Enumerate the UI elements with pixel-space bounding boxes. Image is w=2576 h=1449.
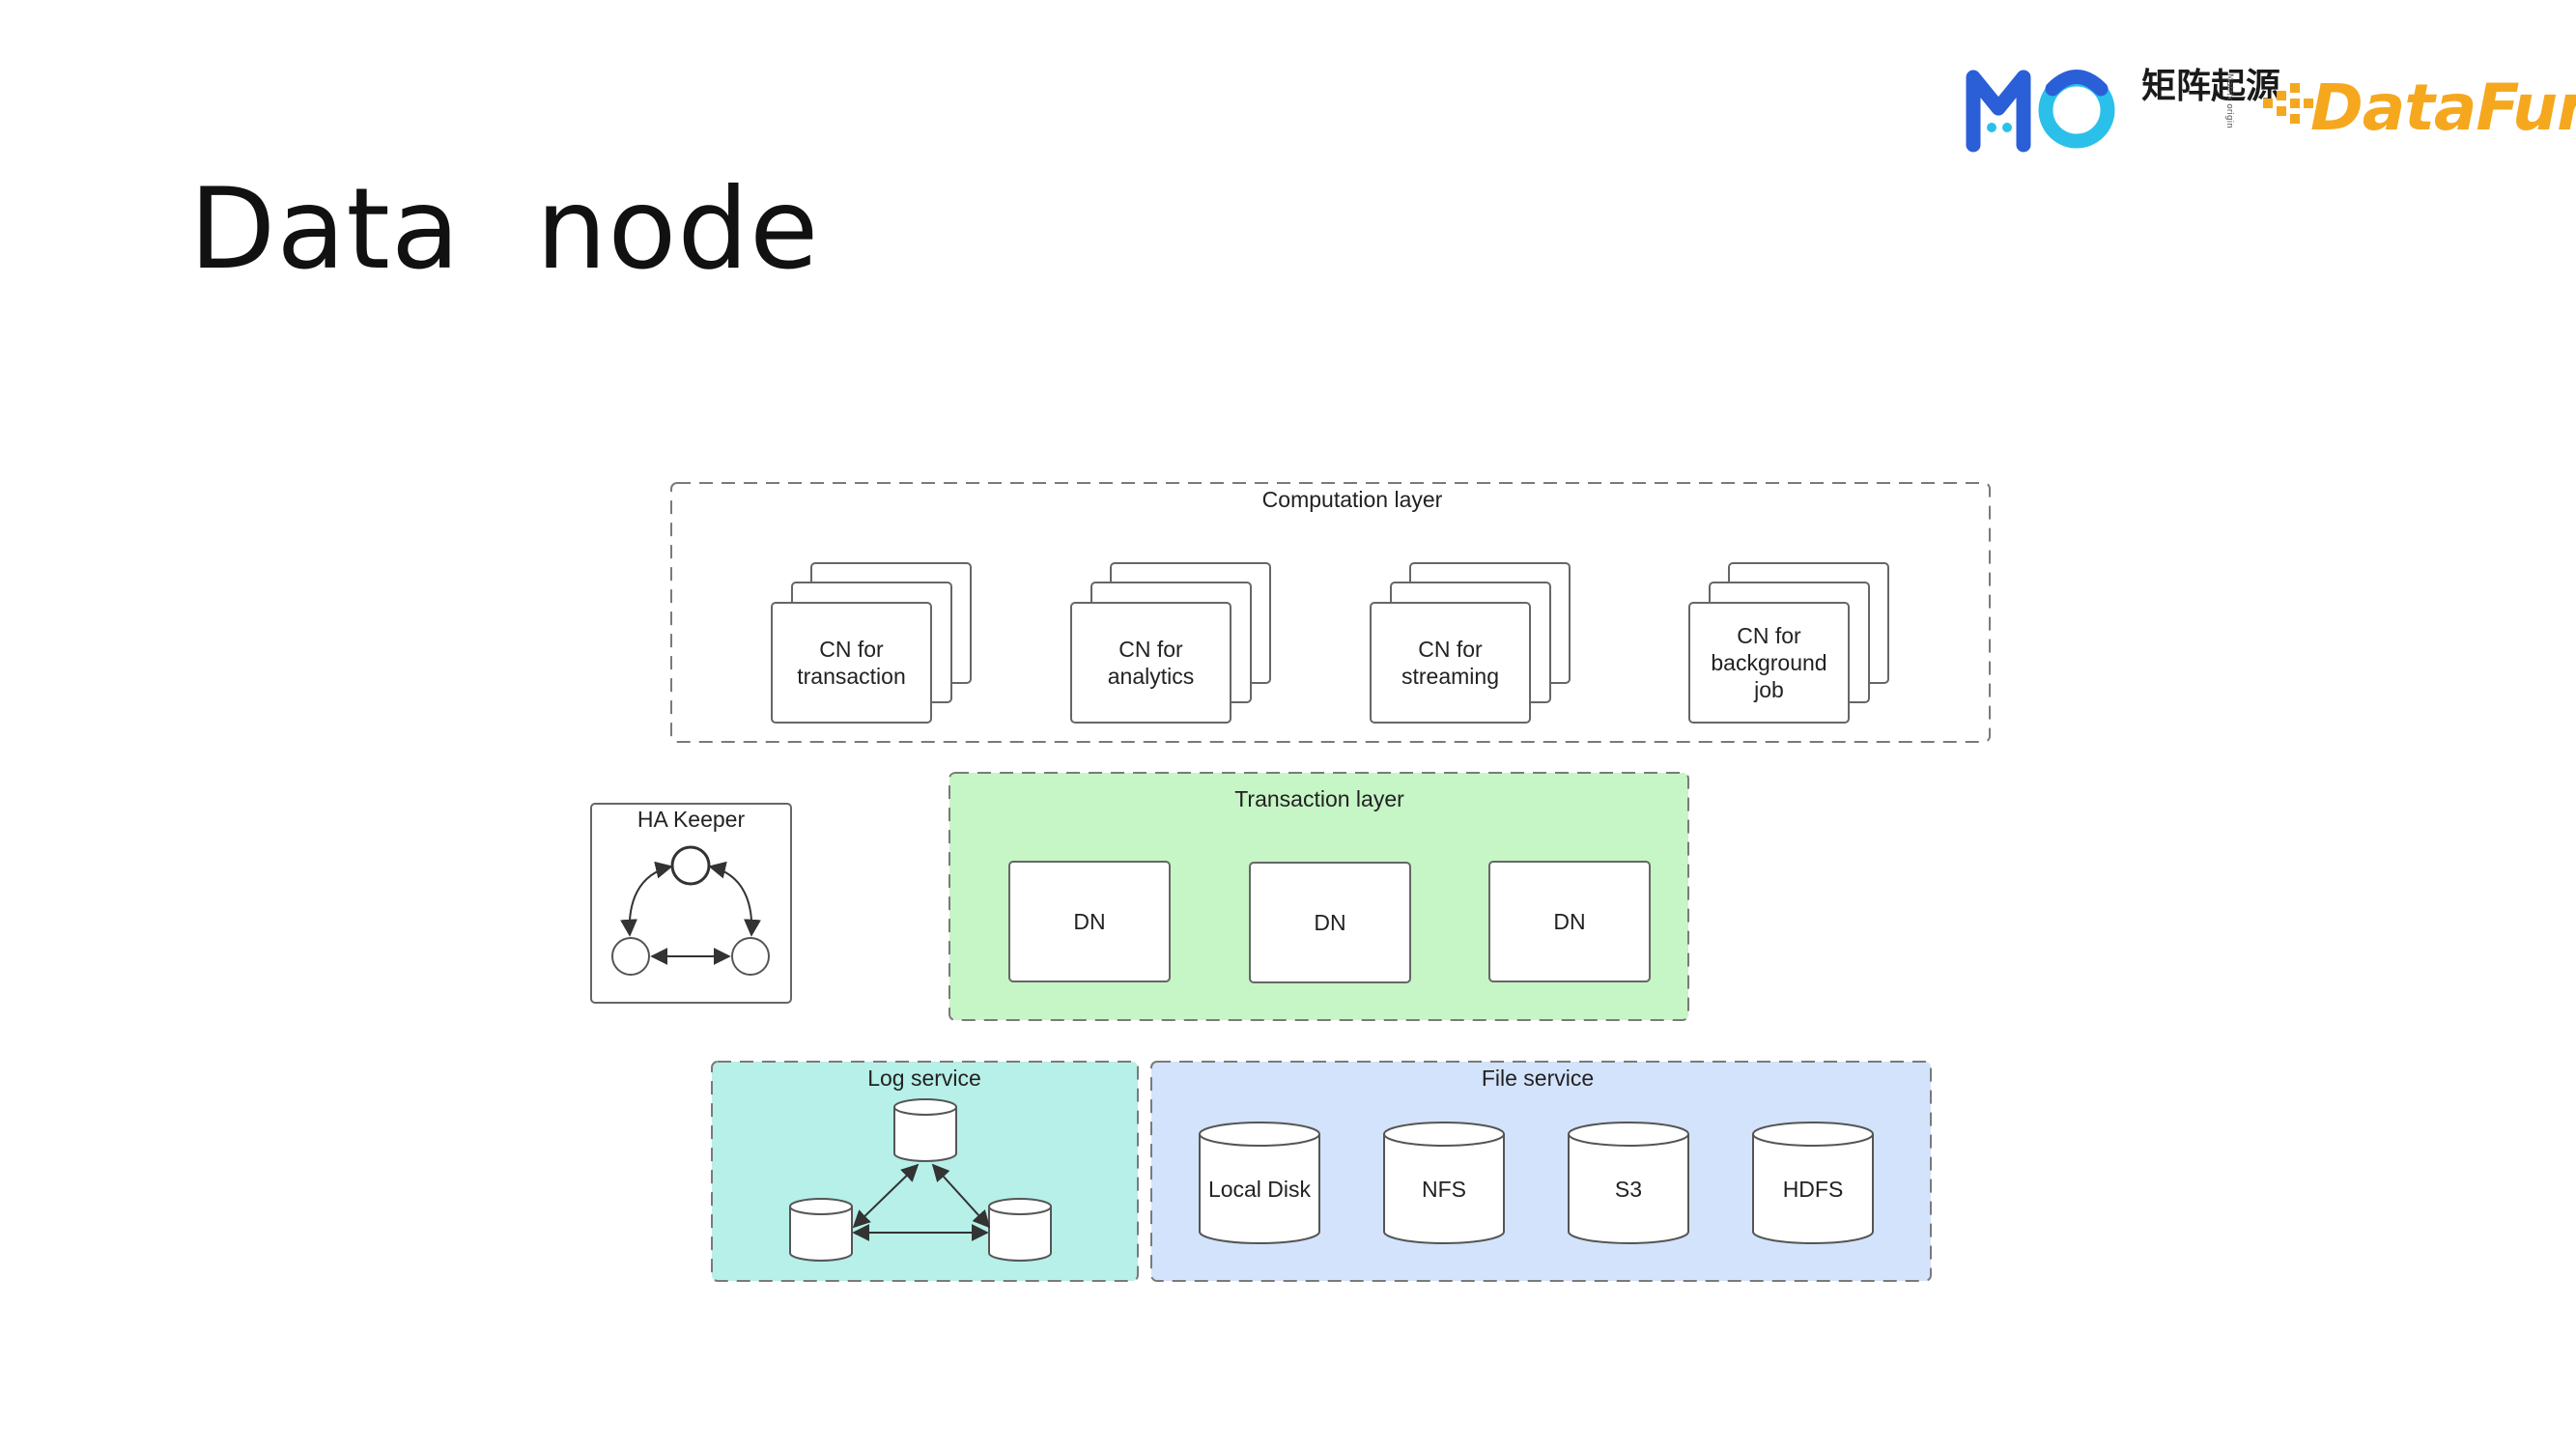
cn-label-line: streaming — [1401, 664, 1499, 689]
log-replica-cylinder-icon — [988, 1198, 1052, 1262]
log-replica-cylinder-icon — [789, 1198, 853, 1262]
cn-label-line: analytics — [1107, 664, 1195, 689]
log-replica-cylinder-icon — [893, 1098, 957, 1162]
log-replication-link — [931, 1163, 991, 1229]
file-service-container — [1150, 1061, 1932, 1282]
cn-label-line: CN for — [1118, 637, 1183, 662]
log-service-container — [711, 1061, 1139, 1282]
transaction-layer-label: Transaction layer — [1234, 786, 1404, 811]
storage-cylinder-icon — [1199, 1122, 1320, 1244]
cn-stack-streaming — [1370, 562, 1571, 724]
storage-cylinder-icon — [1568, 1122, 1689, 1244]
log-replication-link — [852, 1163, 920, 1229]
dn-box — [1488, 861, 1651, 982]
header-logos: 矩阵起源 Matrix origin DataFun. — [1966, 60, 2576, 156]
cn-label-line: CN for — [1737, 623, 1801, 648]
dn-box — [1249, 862, 1411, 983]
ha-keeper-label: HA Keeper — [637, 807, 746, 832]
storage-cylinder-icon — [1383, 1122, 1505, 1244]
storage-cylinder-icon — [1752, 1122, 1874, 1244]
cn-label-line: transaction — [797, 664, 906, 689]
ha-keeper-link — [708, 861, 761, 937]
matrixorigin-logo-icon — [1966, 70, 2115, 153]
cn-label-line: CN for — [819, 637, 884, 662]
ha-keeper-node — [611, 937, 650, 976]
cn-stack-background — [1688, 562, 1889, 724]
ha-keeper-node — [731, 937, 770, 976]
cn-label-line: job — [1754, 677, 1784, 702]
datafun-wordmark: DataFun. — [2310, 71, 2576, 145]
storage-s3-label: S3 — [1614, 1177, 1643, 1202]
computation-layer-container — [670, 482, 1991, 743]
slide-title: Data node — [189, 164, 820, 295]
cn-stack-transaction — [771, 562, 972, 724]
computation-layer-label: Computation layer — [1261, 487, 1443, 512]
storage-local-disk-label: Local Disk — [1207, 1177, 1312, 1202]
file-service-label: File service — [1481, 1065, 1595, 1091]
ha-keeper-link — [620, 861, 673, 937]
cn-stack-analytics — [1070, 562, 1271, 724]
ha-keeper-leader-node — [670, 845, 711, 886]
storage-hdfs-label: HDFS — [1782, 1177, 1844, 1202]
dn-label: DN — [1314, 910, 1346, 935]
dn-label: DN — [1073, 909, 1106, 934]
dn-label: DN — [1553, 909, 1586, 934]
cn-label-line: CN for — [1418, 637, 1483, 662]
datafun-pixel-icon — [2263, 83, 2313, 124]
dn-box — [1008, 861, 1171, 982]
storage-nfs-label: NFS — [1422, 1177, 1466, 1202]
matrixorigin-en-wordmark: Matrix origin — [2224, 73, 2234, 128]
log-service-label: Log service — [867, 1065, 981, 1091]
cn-label-line: background — [1711, 650, 1827, 675]
